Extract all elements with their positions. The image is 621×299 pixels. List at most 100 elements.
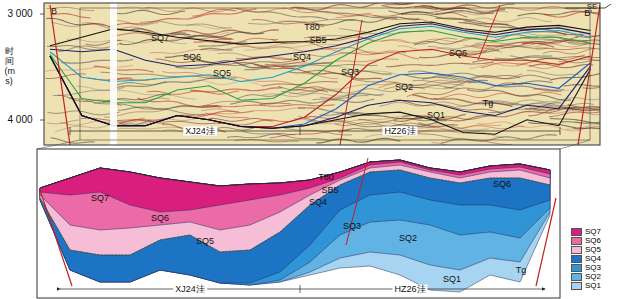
seismic-trace (186, 80, 262, 85)
sequence-layer (40, 160, 550, 285)
horizon-line (50, 56, 591, 128)
seismic-trace (203, 105, 335, 107)
section-label: 时间(ms) (5, 47, 14, 87)
section-label: SQ5 (213, 69, 231, 78)
seismic-trace (408, 71, 520, 78)
horizon-line (50, 56, 591, 128)
section-label: SB5 (309, 36, 326, 45)
sequence-layer (40, 160, 550, 285)
legend-swatch (571, 246, 582, 254)
legend-row: SQ6 (571, 236, 601, 245)
seismic-trace (117, 127, 185, 129)
section-label: SQ3 (343, 222, 361, 231)
seismic-trace (561, 121, 600, 124)
seismic-trace (386, 62, 494, 67)
seismic-trace (69, 99, 205, 115)
seismic-trace (413, 95, 513, 107)
top-surface (40, 160, 550, 188)
legend-row: SQ2 (571, 272, 601, 281)
seismic-trace (574, 127, 601, 132)
seismic-trace (119, 111, 239, 123)
legend: SQ7SQ6SQ5SQ4SQ3SQ2SQ1 (571, 227, 601, 290)
sequence-layer (40, 160, 550, 283)
section-label: Tg (516, 266, 527, 275)
seismic-trace (51, 22, 103, 26)
section-label: 4 000 (7, 115, 32, 125)
sb5-boundary (40, 170, 550, 255)
seismic-trace (435, 13, 467, 18)
horizon-line (50, 22, 591, 46)
seismic-trace (336, 13, 372, 17)
section-label: T80 (304, 23, 320, 32)
seismic-trace (291, 3, 423, 10)
seismic-trace (528, 109, 560, 116)
section-label: T80 (318, 173, 334, 182)
legend-swatch (571, 273, 582, 281)
legend-text: SQ3 (585, 264, 601, 272)
legend-row: SQ1 (571, 281, 601, 290)
seismic-trace (543, 48, 595, 54)
seismic-trace (328, 66, 400, 75)
section-label: SQ5 (196, 237, 214, 246)
legend-text: SQ7 (585, 228, 601, 236)
section-label: SE (587, 3, 598, 11)
legend-swatch (571, 255, 582, 263)
section-label: XJ24洼 (183, 127, 217, 136)
sequence-layer (40, 160, 550, 230)
section-label: Tg (483, 99, 494, 108)
section-label: HZ26洼 (382, 127, 417, 136)
horizon-line (50, 49, 591, 126)
horizon-line (50, 26, 591, 81)
seismic-trace (118, 106, 218, 111)
seismic-trace (120, 32, 264, 44)
legend-text: SQ4 (585, 255, 601, 263)
legend-swatch (571, 228, 582, 236)
section-label: SQ4 (309, 198, 327, 207)
legend-text: SQ2 (585, 273, 601, 281)
section-label: SQ1 (443, 275, 461, 284)
legend-swatch (571, 282, 582, 290)
seismic-trace (77, 86, 197, 99)
seismic-trace (47, 120, 79, 124)
section-label: SB5 (321, 186, 338, 195)
seismic-trace (382, 38, 478, 43)
seismic-trace (464, 18, 552, 23)
section-label: SQ6 (449, 49, 467, 58)
seismic-trace (283, 8, 427, 21)
seismic-trace (296, 87, 328, 92)
section-label: SQ2 (395, 83, 413, 92)
seismic-trace (339, 29, 371, 33)
legend-text: SQ5 (585, 246, 601, 254)
seismic-trace (190, 88, 282, 92)
seismic-trace (513, 81, 553, 84)
seismic-trace (438, 40, 558, 56)
seismic-trace (568, 43, 600, 50)
seismic-trace (55, 116, 203, 131)
section-label: SQ1 (427, 111, 445, 120)
section-label: HZ26洼 (392, 285, 427, 294)
seismic-trace (583, 79, 601, 88)
legend-swatch (571, 237, 582, 245)
sequence-layer (40, 160, 550, 255)
seismic-trace (243, 132, 331, 142)
seismic-trace (227, 134, 295, 138)
legend-text: SQ1 (585, 282, 601, 290)
legend-row: SQ5 (571, 245, 601, 254)
seismic-trace (162, 72, 302, 86)
seismic-trace (61, 60, 133, 64)
seismic-trace (201, 48, 233, 50)
section-label: SQ6 (183, 53, 201, 62)
legend-text: SQ6 (585, 237, 601, 245)
seismic-trace (217, 53, 293, 60)
section-label: SQ7 (91, 194, 109, 203)
seismic-trace (516, 64, 564, 68)
seismic-trace (94, 66, 154, 72)
section-label: SQ6 (151, 214, 169, 223)
seismic-trace (313, 96, 369, 100)
sequence-layer (40, 160, 550, 212)
seismic-trace (401, 10, 505, 15)
legend-row: SQ3 (571, 263, 601, 272)
legend-row: SQ4 (571, 254, 601, 263)
